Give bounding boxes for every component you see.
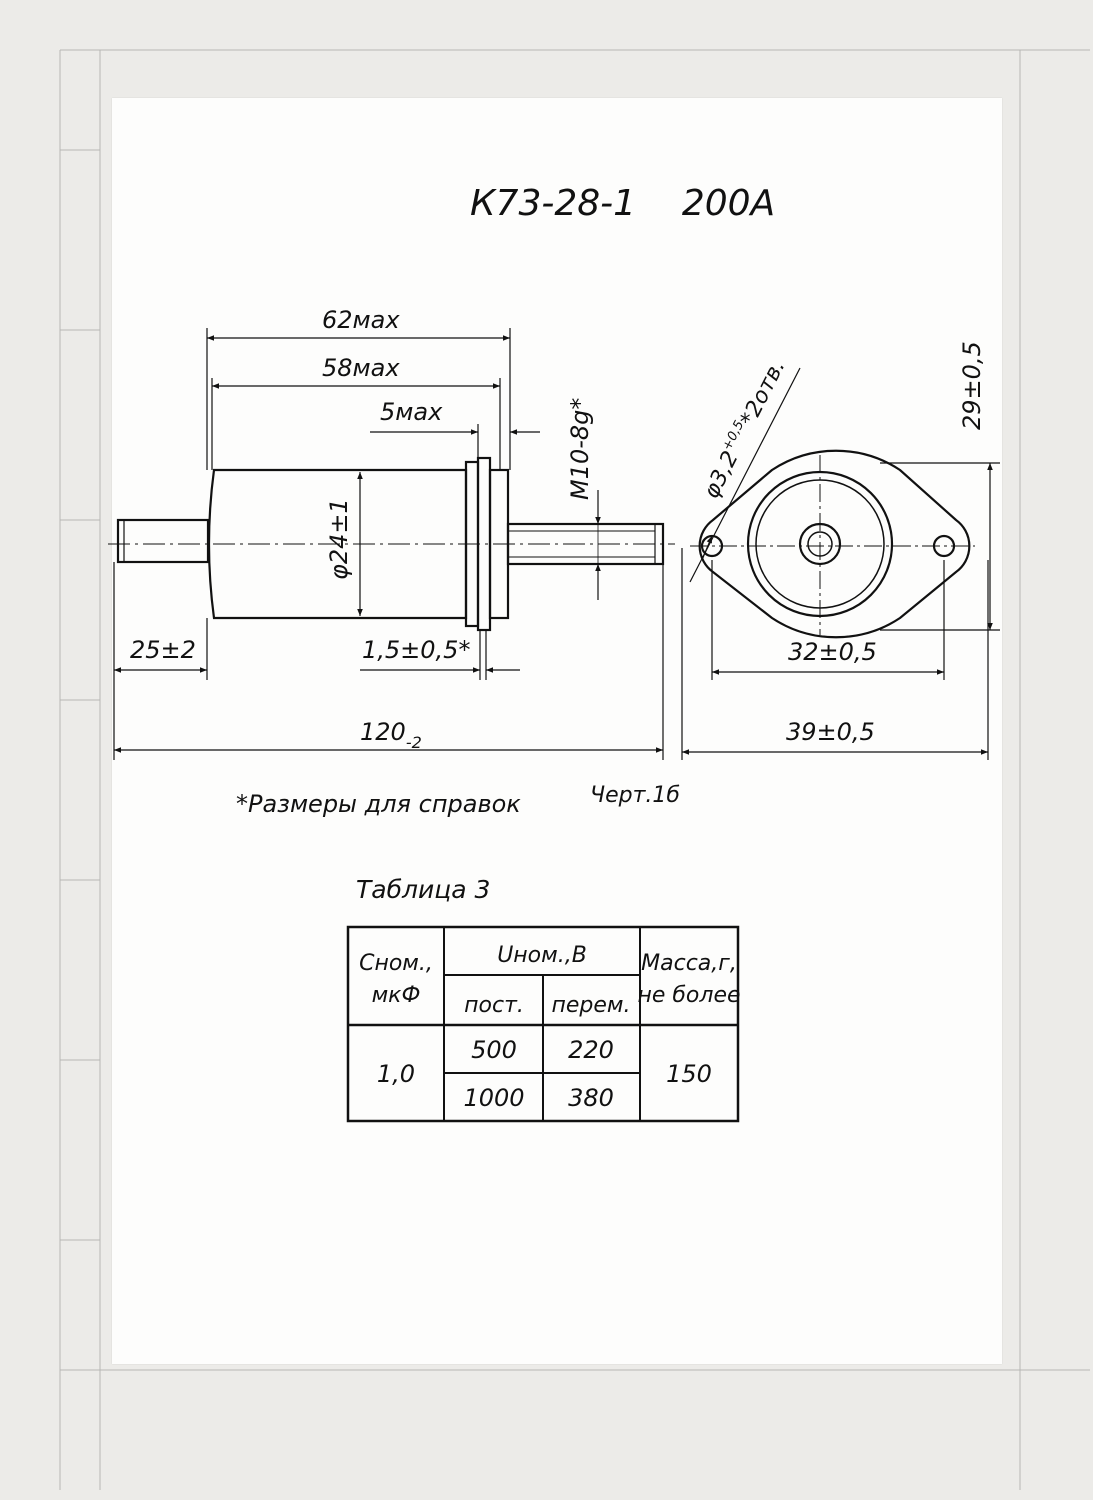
th-mass-2: не более bbox=[637, 983, 740, 1008]
td-mass: 150 bbox=[666, 1060, 712, 1088]
spec-table bbox=[346, 925, 740, 1123]
dim-hole-tail: *2отв. bbox=[736, 356, 791, 431]
td-row1-post: 500 bbox=[471, 1036, 517, 1064]
td-row2-perem: 380 bbox=[568, 1084, 614, 1112]
dim-5max: 5мах bbox=[380, 398, 443, 426]
drawing-title: К73-28-1 200А bbox=[470, 183, 775, 224]
th-cnom-2: мкФ bbox=[372, 983, 421, 1008]
td-cnom: 1,0 bbox=[377, 1060, 415, 1088]
th-mass-1: Масса,г, bbox=[641, 951, 737, 976]
table-caption: Таблица 3 bbox=[356, 875, 490, 904]
dim-height: 29±0,5 bbox=[958, 341, 986, 430]
end-view bbox=[698, 449, 971, 639]
dim-hole: φ3,2+0,5*2отв. bbox=[697, 355, 790, 503]
dim-total: 120-2 bbox=[360, 718, 422, 752]
dim-62max: 62мах bbox=[322, 306, 400, 334]
th-perem: перем. bbox=[551, 993, 630, 1018]
end-view-axes bbox=[690, 455, 975, 635]
dimension-lines-side bbox=[113, 328, 664, 760]
dim-gap: 1,5±0,5* bbox=[362, 636, 470, 664]
title-block-strip bbox=[59, 49, 1090, 1490]
dim-total-main: 120 bbox=[360, 718, 406, 746]
td-row1-perem: 220 bbox=[568, 1036, 614, 1064]
dimension-lines-end bbox=[681, 367, 1000, 760]
th-post: пост. bbox=[464, 993, 524, 1018]
footnote: *Размеры для справок bbox=[236, 790, 521, 818]
dim-diameter: φ24±1 bbox=[325, 498, 353, 580]
dim-hole-main: φ3,2 bbox=[699, 447, 744, 502]
td-row2-post: 1000 bbox=[463, 1084, 524, 1112]
dim-total-sub: -2 bbox=[406, 733, 422, 752]
dim-58max: 58мах bbox=[322, 354, 400, 382]
dim-flange-width: 39±0,5 bbox=[786, 718, 875, 746]
drawing-sheet bbox=[112, 98, 1002, 1364]
dim-holes-distance: 32±0,5 bbox=[788, 638, 877, 666]
th-cnom-1: Сном., bbox=[359, 951, 433, 976]
th-unom: Uном.,В bbox=[497, 943, 587, 968]
drawing-reference: Черт.1б bbox=[590, 783, 680, 808]
dim-lead: 25±2 bbox=[130, 636, 196, 664]
dim-thread: М10-8g* bbox=[566, 398, 594, 500]
